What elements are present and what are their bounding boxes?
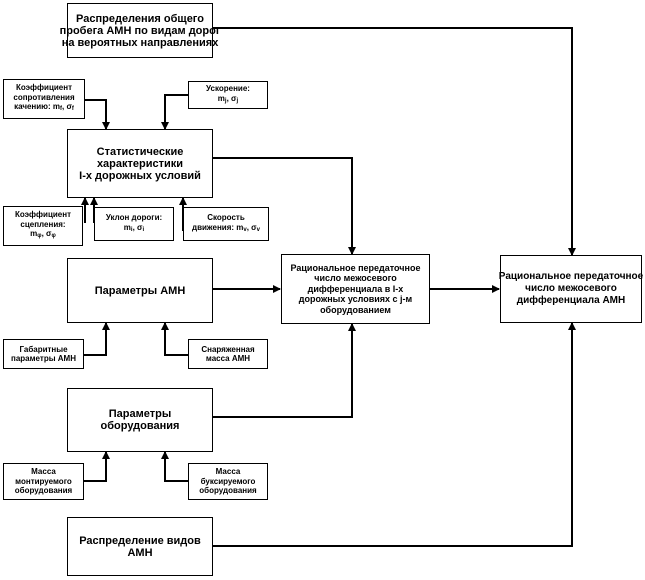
towed-line-2: буксируемого — [200, 476, 256, 486]
statistical-line-1: Статистические — [96, 145, 184, 158]
curb-mass-line-1: Снаряженная — [201, 344, 255, 354]
rational-i-line-3: дифференциала в I-x — [307, 283, 404, 294]
slope-sub-2: i — [142, 226, 145, 233]
arrow-mounted-to-equipment — [84, 451, 110, 482]
slope-sub-1: i — [130, 226, 133, 233]
box-towed-equipment-mass: Масса буксируемого оборудования — [188, 463, 268, 500]
rational-i-line-4: дорожных условиях с j-м — [298, 294, 413, 305]
box-rational-ratio-amn: Рациональное передаточное число межосево… — [498, 255, 644, 323]
box-mounted-equipment-mass: Масса монтируемого оборудования — [3, 463, 84, 500]
slope-line-2: mi, σi — [106, 223, 162, 236]
acceleration-sub-2: j — [236, 97, 239, 104]
rational-i-line-5: оборудованием — [320, 304, 391, 315]
box-acceleration: Ускорение: mj, σj — [188, 81, 268, 109]
rolling-sub-2: f — [71, 106, 74, 113]
adhesion-mid: , σ — [41, 229, 52, 239]
adhesion-pre: m — [30, 229, 38, 239]
box-road-slope: Уклон дороги: mi, σi — [94, 207, 174, 241]
arrow-dimensions-to-params — [84, 322, 110, 356]
arrow-equipment-to-rational-i — [212, 323, 356, 418]
rational-amn-line-3: дифференциала АМН — [516, 295, 626, 306]
adhesion-sub-1: φ — [37, 233, 42, 240]
slope-pre: m — [123, 222, 131, 232]
mileage-line-3: на вероятных направлениях — [61, 36, 219, 49]
dimensions-line-2: параметры АМН — [11, 354, 76, 363]
rational-i-line-1: Рациональное передаточное — [290, 262, 421, 273]
rolling-line-3: качению: mf, σf — [13, 102, 74, 115]
slope-mid: , σ — [132, 222, 143, 232]
arrow-acceleration-to-statistical — [161, 94, 188, 130]
rational-amn-line-2: число межосевого — [525, 283, 617, 294]
mounted-line-1: Масса — [31, 467, 56, 477]
mounted-line-3: оборудования — [14, 486, 73, 496]
arrow-mileage-to-rational-amn — [212, 27, 576, 256]
rolling-pre: качению: m — [14, 102, 60, 112]
arrow-rolling-to-statistical — [84, 99, 110, 130]
box-amn-types-distribution: Распределение видов АМН — [67, 517, 213, 576]
speed-line-1: Скорость — [207, 213, 245, 222]
speed-mid: , σ — [246, 222, 257, 232]
box-rolling-resistance: Коэффициент сопротивления качению: mf, σ… — [3, 79, 85, 119]
box-curb-mass: Снаряженная масса АМН — [188, 339, 268, 369]
towed-line-1: Масса — [215, 467, 241, 477]
speed-sub-1: v — [243, 226, 247, 233]
acceleration-line-1: Ускорение: — [206, 84, 250, 93]
adhesion-line-2: сцепления: — [20, 219, 66, 229]
acceleration-pre: m — [217, 93, 225, 103]
amn-parameters-label: Параметры АМН — [94, 284, 186, 297]
arrow-towed-to-equipment — [161, 451, 188, 482]
box-statistical-characteristics: Статистические характеристики I-x дорожн… — [67, 129, 213, 198]
mileage-line-1: Распределения общего — [76, 12, 204, 25]
rolling-sub-1: f — [60, 106, 62, 113]
adhesion-line-1: Коэффициент — [14, 210, 72, 220]
arrow-curb-mass-to-params — [161, 322, 188, 356]
box-adhesion: Коэффициент сцепления: mφ, σφ — [3, 206, 83, 246]
amn-types-label: Распределение видов АМН — [79, 534, 201, 559]
rational-i-line-2: число межосевого — [314, 273, 397, 284]
box-equipment-parameters: Параметры оборудования — [67, 388, 213, 452]
box-speed: Скорость движения: mv, σv — [183, 207, 269, 241]
mileage-line-2: пробега АМН по видам дорог — [59, 24, 221, 37]
mounted-line-2: монтируемого — [15, 476, 72, 486]
box-mileage-distribution: Распределения общего пробега АМН по вида… — [60, 3, 220, 58]
towed-line-3: оборудования — [199, 486, 257, 496]
rolling-line-2: сопротивления — [13, 92, 75, 102]
adhesion-sub-2: φ — [51, 233, 56, 240]
dimensions-line-1: Габаритные — [19, 344, 68, 354]
box-rational-ratio-road: Рациональное передаточное число межосево… — [281, 254, 430, 324]
curb-mass-line-2: масса АМН — [205, 354, 251, 363]
equipment-parameters-label: Параметры оборудования — [100, 408, 180, 432]
speed-sub-2: v — [256, 226, 260, 233]
acceleration-mid: , σ — [226, 93, 237, 103]
box-amn-parameters: Параметры АМН — [67, 258, 213, 323]
box-dimensions: Габаритные параметры АМН — [3, 339, 84, 369]
arrow-statistical-to-rational-i — [212, 157, 356, 255]
slope-line-1: Уклон дороги: — [105, 213, 163, 222]
speed-line-2: движения: mv, σv — [192, 223, 260, 236]
statistical-line-2: характеристики — [96, 157, 184, 170]
adhesion-line-3: mφ, σφ — [15, 229, 71, 242]
rolling-line-1: Коэффициент — [15, 83, 73, 93]
statistical-line-3: I-x дорожных условий — [79, 169, 201, 182]
acceleration-line-2: mj, σj — [206, 94, 250, 107]
arrow-types-to-rational-amn — [212, 322, 576, 547]
rolling-mid: , σ — [62, 102, 72, 112]
speed-pre: движения: m — [192, 222, 244, 232]
acceleration-sub-1: j — [224, 97, 227, 104]
rational-amn-line-1: Рациональное передаточное — [498, 271, 644, 282]
